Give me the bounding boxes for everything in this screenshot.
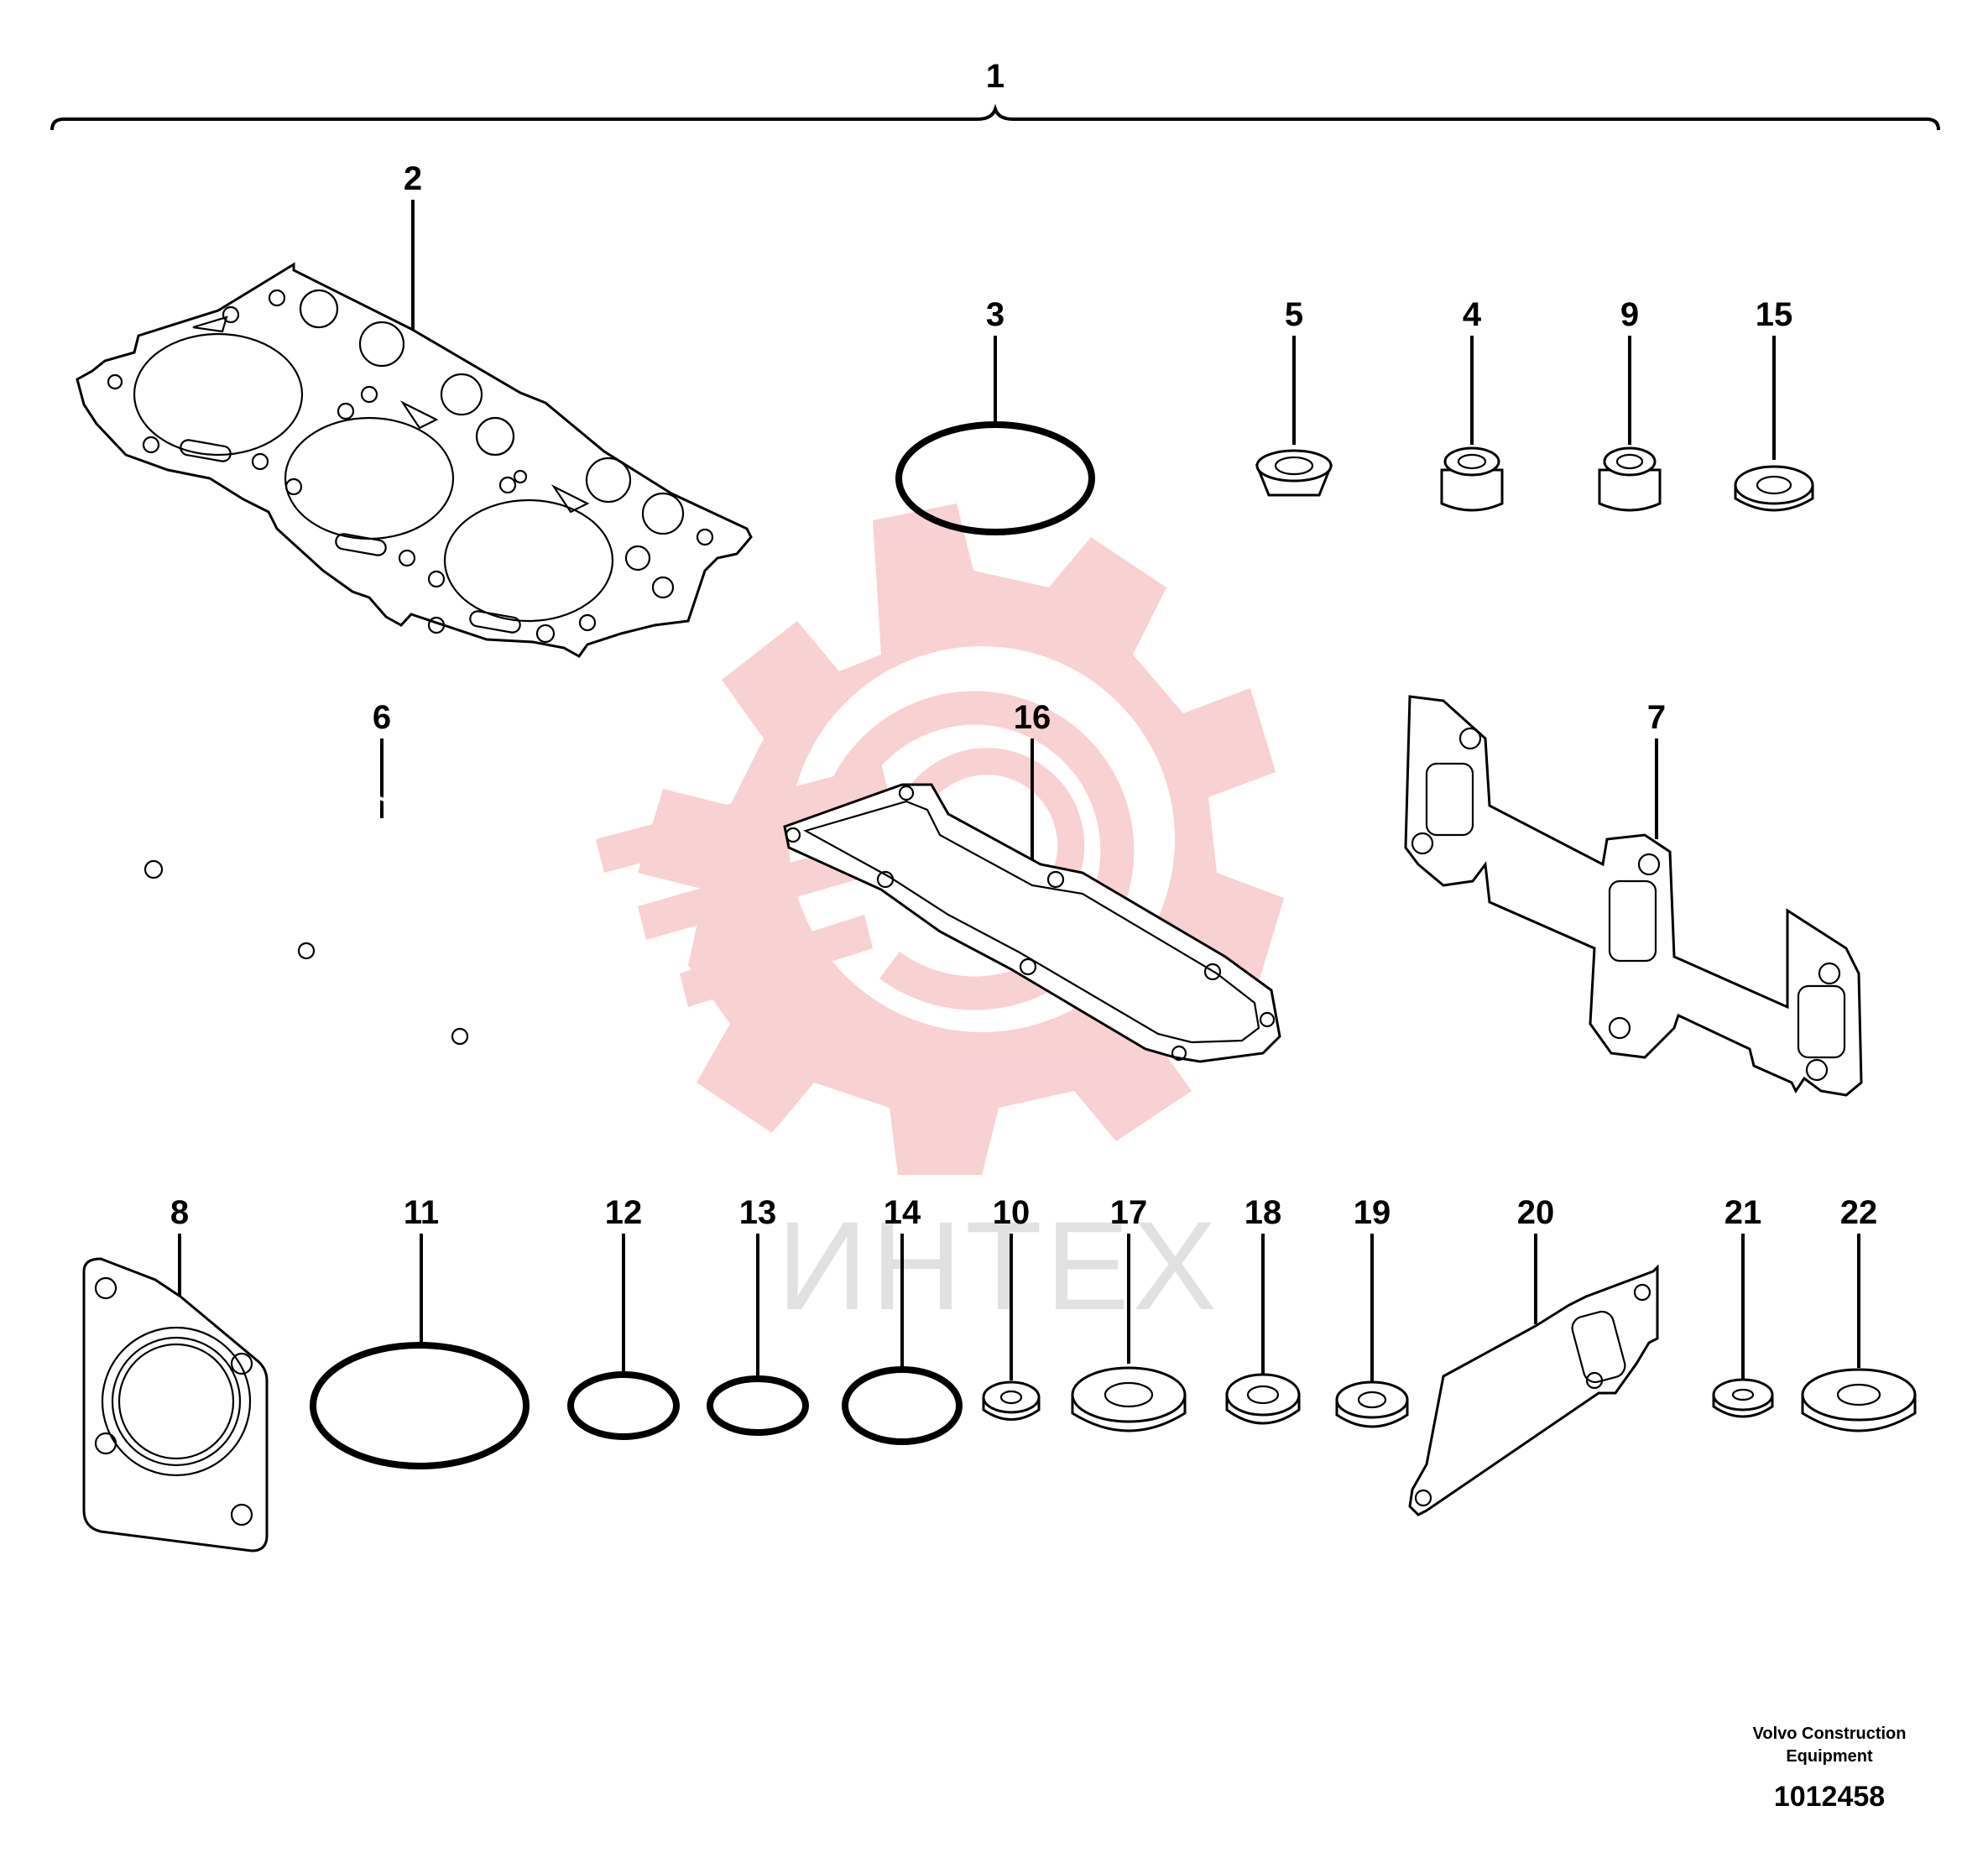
item-16-gasket: 16 — [783, 699, 1281, 1063]
company-line-2: Equipment — [1786, 1747, 1873, 1766]
item-18-washer: 18 — [1225, 1194, 1301, 1425]
label-17: 17 — [1110, 1194, 1148, 1231]
label-4: 4 — [1463, 296, 1482, 333]
label-10: 10 — [993, 1194, 1031, 1231]
item-7-manifold-gasket: 7 — [1404, 695, 1863, 1097]
label-6: 6 — [373, 699, 391, 736]
label-2: 2 — [404, 160, 422, 197]
item-4-valve-stem-seal: 4 — [1440, 296, 1504, 512]
item-21-washer: 21 — [1712, 1194, 1774, 1418]
label-12: 12 — [605, 1194, 643, 1231]
label-21: 21 — [1724, 1194, 1762, 1231]
label-11: 11 — [404, 1194, 439, 1231]
label-1: 1 — [986, 58, 1004, 95]
item-6-rocker-cover-gasket: 6 — [81, 699, 653, 1110]
label-5: 5 — [1285, 296, 1303, 333]
watermark-text: ИНТЕХ — [777, 1195, 1220, 1336]
label-7: 7 — [1647, 699, 1666, 736]
label-13: 13 — [739, 1194, 777, 1231]
item-22-washer: 22 — [1801, 1194, 1917, 1432]
item-10-washer: 10 — [982, 1194, 1041, 1421]
item-12-o-ring: 12 — [567, 1194, 680, 1440]
item-8-flange-gasket: 8 — [82, 1194, 269, 1552]
item-19-washer: 19 — [1335, 1194, 1409, 1428]
item-1-brace: 1 — [50, 58, 1940, 131]
item-11-o-ring: 11 — [310, 1194, 530, 1469]
item-9-valve-stem-seal: 9 — [1598, 296, 1662, 512]
label-18: 18 — [1244, 1194, 1282, 1231]
label-20: 20 — [1517, 1194, 1555, 1231]
label-14: 14 — [884, 1194, 921, 1231]
item-2-cylinder-head-gasket: 2 — [76, 160, 753, 658]
company-line-1: Volvo Construction — [1753, 1725, 1907, 1743]
item-17-washer: 17 — [1071, 1194, 1187, 1432]
item-14-o-ring: 14 — [842, 1194, 963, 1445]
label-22: 22 — [1840, 1194, 1878, 1231]
label-8: 8 — [170, 1194, 189, 1231]
label-16: 16 — [1014, 699, 1051, 736]
item-5-seal: 5 — [1255, 296, 1333, 497]
label-3: 3 — [986, 296, 1004, 333]
footer-credit: Volvo Construction Equipment 1012458 — [1753, 1725, 1907, 1813]
drawing-number: 1012458 — [1774, 1781, 1885, 1813]
item-3-o-ring: 3 — [895, 296, 1095, 535]
item-13-o-ring: 13 — [707, 1194, 809, 1436]
item-20-gasket: 20 — [1408, 1194, 1659, 1516]
label-9: 9 — [1620, 296, 1639, 333]
label-19: 19 — [1354, 1194, 1391, 1231]
label-15: 15 — [1756, 296, 1793, 333]
item-15-washer: 15 — [1734, 296, 1814, 512]
